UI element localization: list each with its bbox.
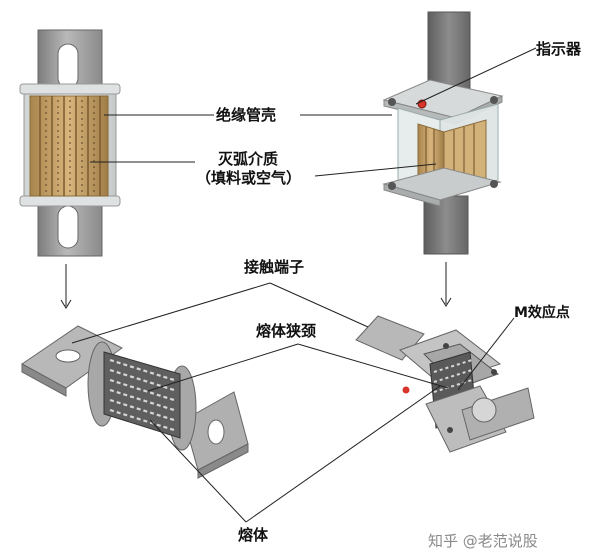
arrow-down-right	[440, 262, 452, 307]
label-m-effect-point: M效应点	[514, 305, 570, 321]
fuse-element-exploded-right	[355, 315, 535, 453]
arrow-down-left	[60, 264, 72, 309]
label-indicator: 指示器	[536, 40, 582, 58]
leader-lines	[71, 47, 537, 523]
watermark: 知乎 @老范说股	[428, 532, 538, 550]
label-fuse-neck: 熔体狭颈	[256, 322, 317, 340]
label-arc-medium-line1: 灭弧介质	[218, 150, 279, 168]
label-arc-medium-line2: （填料或空气）	[196, 169, 302, 187]
label-fuse-element: 熔体	[238, 526, 269, 544]
label-contact-terminal: 接触端子	[244, 258, 305, 276]
fuse-assembled-right	[382, 11, 504, 255]
label-insulating-tube: 绝缘管壳	[216, 106, 277, 124]
fuse-assembled-left	[19, 29, 121, 257]
fuse-element-exploded-left	[21, 325, 249, 479]
